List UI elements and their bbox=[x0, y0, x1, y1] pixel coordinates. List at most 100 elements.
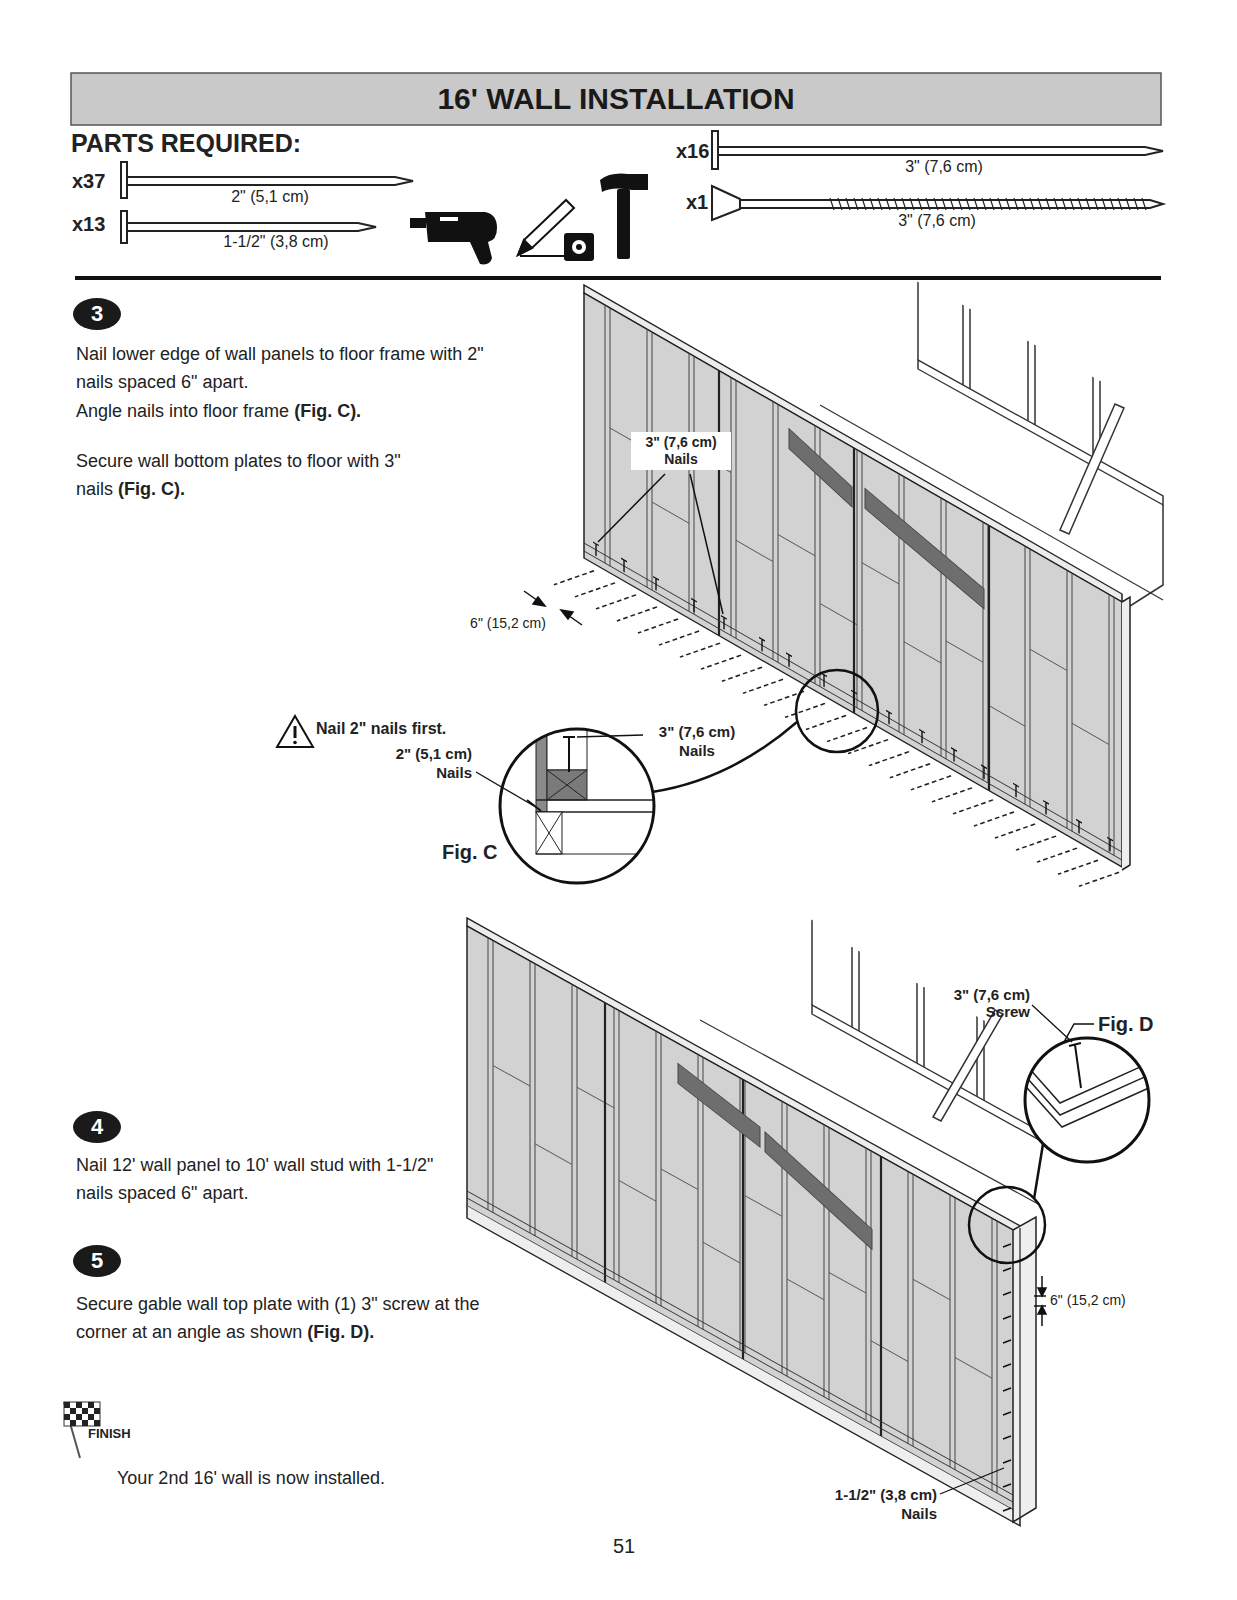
leader-line bbox=[1032, 1005, 1072, 1042]
warning-note: Nail 2" nails first. bbox=[316, 720, 446, 737]
tape-measure-icon bbox=[564, 233, 594, 261]
text-block: x13 bbox=[72, 212, 105, 236]
dimension-arrow bbox=[1038, 1288, 1046, 1296]
detail-figure bbox=[536, 854, 670, 855]
pencil-icon bbox=[518, 240, 532, 255]
wall-end bbox=[1122, 597, 1130, 870]
figure-label: Fig. D bbox=[1098, 1013, 1154, 1035]
title-band bbox=[71, 73, 1161, 125]
brace bbox=[1060, 404, 1124, 534]
text-block: Fig. C bbox=[442, 840, 498, 864]
callout-label: 1-1/2" (3,8 cm) Nails bbox=[835, 1486, 937, 1522]
pencil-icon bbox=[520, 255, 566, 257]
detail-circle bbox=[500, 729, 654, 883]
drill-icon bbox=[410, 218, 426, 228]
detail-circle bbox=[1025, 1038, 1149, 1162]
step-number: 3 bbox=[73, 298, 121, 330]
nail-icon bbox=[127, 223, 376, 231]
dimension: 6" (15,2 cm) bbox=[1050, 1292, 1126, 1308]
dimension: 6" (15,2 cm) bbox=[470, 615, 546, 631]
nail-marks bbox=[1003, 1244, 1011, 1511]
text-block: 51 bbox=[594, 1534, 654, 1558]
brace bbox=[1060, 404, 1124, 534]
quantity: x37 bbox=[72, 170, 105, 192]
step-number-text: 5 bbox=[91, 1248, 103, 1274]
wall-panel bbox=[678, 1063, 760, 1147]
step-number: 5 bbox=[73, 1245, 121, 1277]
hammer-icon bbox=[600, 174, 648, 259]
quantity: x1 bbox=[686, 191, 708, 213]
instruction-text: (Fig. C). bbox=[294, 401, 361, 421]
nail-icon bbox=[127, 177, 413, 185]
detail-figure bbox=[536, 812, 562, 854]
step-number: 4 bbox=[73, 1111, 121, 1143]
back-wall bbox=[918, 360, 1163, 505]
back-wall bbox=[812, 1005, 1042, 1141]
screw-icon bbox=[712, 186, 740, 220]
detail-figure bbox=[1020, 1080, 1160, 1127]
text-block: Nail lower edge of wall panels to floor … bbox=[76, 340, 486, 396]
warning-icon bbox=[277, 716, 313, 747]
hammer-icon bbox=[617, 189, 630, 259]
back-wall bbox=[812, 920, 1042, 1141]
finish-label: FINISH bbox=[88, 1426, 131, 1441]
text-block: Fig. D bbox=[1098, 1012, 1154, 1036]
detail-marker bbox=[796, 670, 878, 752]
detail-figure bbox=[563, 737, 575, 772]
step-number-text: 4 bbox=[91, 1114, 103, 1140]
text-block: 3" (7,6 cm) bbox=[859, 157, 1029, 176]
warning-icon bbox=[277, 716, 313, 747]
wall-panel bbox=[789, 429, 852, 507]
text-block: 2" (5,1 cm) Nails bbox=[360, 744, 472, 782]
wall-panel bbox=[865, 488, 984, 608]
title-box: 16' WALL INSTALLATION bbox=[71, 73, 1161, 125]
wall-panel bbox=[467, 918, 1020, 1526]
step-number-text: 3 bbox=[91, 301, 103, 327]
instruction-text: (Fig. C). bbox=[118, 479, 185, 499]
tape-measure-icon bbox=[576, 244, 582, 250]
instruction-text: Angle nails into floor frame bbox=[76, 401, 289, 421]
instruction-text: (Fig. D). bbox=[307, 1322, 374, 1342]
text-block: 1-1/2" (3,8 cm) bbox=[186, 232, 366, 251]
leader-line bbox=[598, 474, 665, 542]
wall-panel bbox=[719, 371, 989, 791]
back-wall bbox=[918, 280, 1100, 461]
section-heading: PARTS REQUIRED: bbox=[71, 129, 301, 157]
text-block: Nail 12' wall panel to 10' wall stud wit… bbox=[76, 1151, 456, 1207]
wall-panel bbox=[467, 1206, 1020, 1526]
wall-panel bbox=[488, 938, 997, 1493]
text-block: Angle nails into floor frame(Fig. C). bbox=[76, 397, 361, 425]
detail-figure bbox=[547, 715, 587, 770]
text-block: 6" (15,2 cm) bbox=[1050, 1292, 1126, 1309]
text-block: Secure wall bottom plates to floor with … bbox=[76, 447, 416, 503]
leader-line bbox=[940, 1468, 1004, 1494]
wall-panel bbox=[584, 293, 1122, 867]
nail-icon bbox=[718, 147, 1163, 155]
detail-figure bbox=[1020, 1035, 1160, 1165]
page-number: 51 bbox=[613, 1535, 635, 1557]
dimension-arrow bbox=[561, 610, 573, 619]
wall-panel bbox=[593, 542, 1113, 853]
text-block: PARTS REQUIRED: bbox=[71, 128, 301, 158]
drill-icon bbox=[410, 212, 497, 264]
nail-icon bbox=[712, 131, 718, 169]
detail-figure bbox=[1069, 1043, 1081, 1088]
detail-leader bbox=[1034, 1144, 1043, 1199]
callout-label: 2" (5,1 cm) Nails bbox=[396, 745, 472, 781]
wall-panel bbox=[584, 543, 1122, 860]
text-block: 1-1/2" (3,8 cm) Nails bbox=[811, 1485, 937, 1523]
wall-panel bbox=[765, 1132, 872, 1250]
dimension-arrow bbox=[1038, 1306, 1046, 1314]
detail-figure bbox=[1020, 1035, 1160, 1165]
text-block: 2" (5,1 cm) bbox=[185, 187, 355, 206]
detail-leader bbox=[652, 722, 797, 792]
part-size: 3" (7,6 cm) bbox=[905, 158, 983, 175]
wall-panel bbox=[610, 403, 1109, 775]
nail-icon bbox=[121, 211, 127, 243]
finish-flag bbox=[64, 1402, 100, 1426]
dimension-arrow bbox=[1034, 1276, 1046, 1326]
drill-icon bbox=[440, 217, 458, 221]
tape-measure-icon bbox=[572, 240, 586, 254]
text-block: 3" (7,6 cm) bbox=[852, 211, 1022, 230]
